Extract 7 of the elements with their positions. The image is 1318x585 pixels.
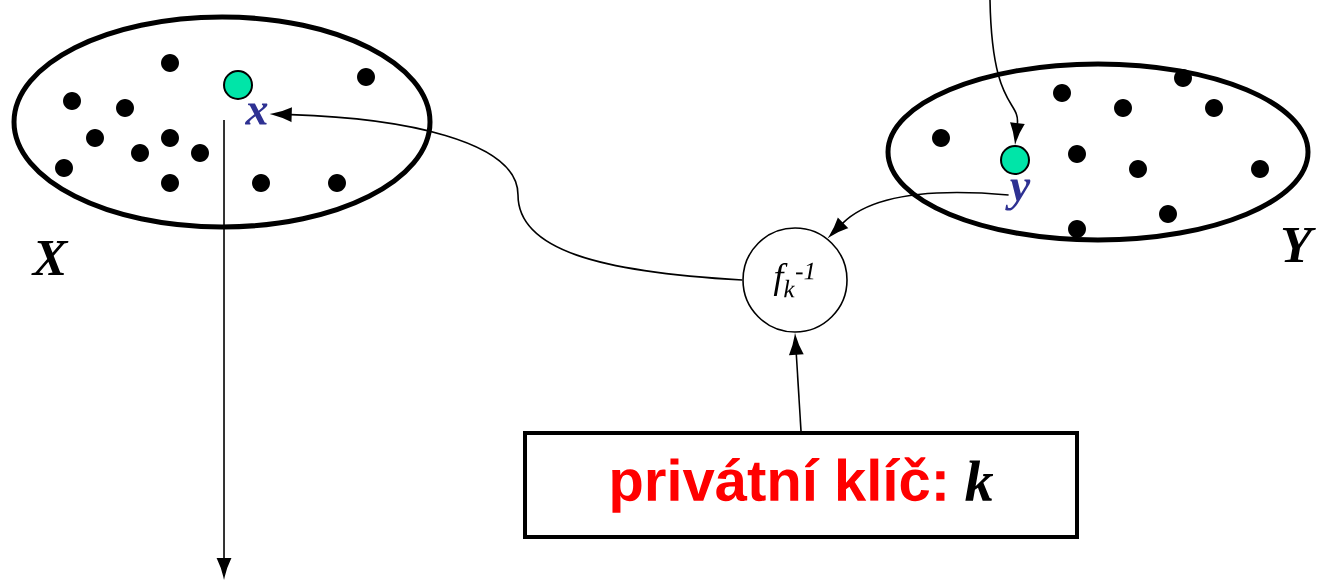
arrow <box>789 335 804 432</box>
arrow <box>217 119 231 578</box>
arrow <box>272 107 743 281</box>
arrow <box>829 191 1010 237</box>
key-box: privátní klíč: k <box>523 431 1079 539</box>
arrow <box>989 0 1025 143</box>
node-label: X <box>31 240 69 276</box>
